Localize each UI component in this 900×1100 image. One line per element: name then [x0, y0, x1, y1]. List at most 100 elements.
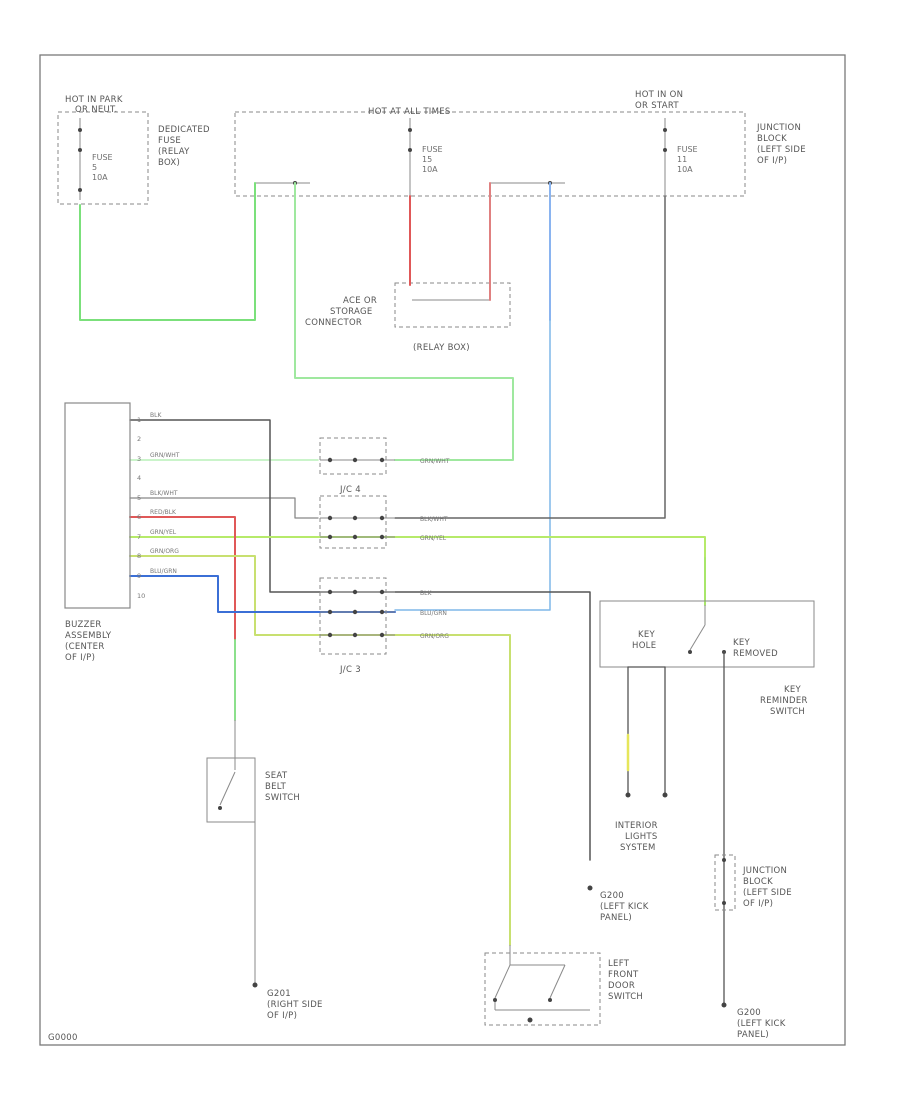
door-switch-label-2: FRONT [608, 970, 639, 980]
svg-text:(LEFT SIDE: (LEFT SIDE [743, 888, 792, 898]
svg-text:(LEFT SIDE: (LEFT SIDE [757, 145, 806, 155]
buzzer-wire-blu-grn: BLU/GRN [150, 568, 177, 575]
svg-text:LIGHTS: LIGHTS [625, 832, 658, 842]
buzzer-pin-9: 9 [137, 572, 141, 580]
buzzer-pin-1: 1 [137, 416, 141, 424]
junction-block-2-label: JUNCTION BLOCK (LEFT SIDE OF I/P) [742, 866, 792, 909]
storage-connector-label-3: CONNECTOR [305, 318, 362, 328]
svg-text:(RELAY: (RELAY [158, 147, 190, 157]
key-hole-label: KEY [638, 630, 656, 640]
hot-at-all-times-label: HOT AT ALL TIMES [368, 107, 451, 117]
svg-text:PANEL): PANEL) [600, 913, 632, 923]
seat-belt-label: SEAT [265, 771, 288, 781]
buzzer-wire-grn-yel: GRN/YEL [150, 529, 177, 536]
buzzer-label-2: ASSEMBLY [65, 631, 112, 641]
hot-in-park-label-2: OR NEUT. [75, 105, 118, 115]
buzzer-label-3: (CENTER [65, 642, 105, 652]
buzzer-pin-7: 7 [137, 533, 141, 541]
jc-wire-label-2: BLK/WHT [420, 516, 448, 523]
svg-text:OF I/P): OF I/P) [757, 156, 787, 166]
diagram-frame [39, 54, 846, 1046]
jc-wire-label-4: BLK [420, 590, 432, 597]
wire-light-blue-lower [394, 319, 551, 611]
svg-text:G200: G200 [600, 891, 624, 901]
buzzer-pin-5: 5 [137, 494, 141, 502]
hot-in-park-label: HOT IN PARK [65, 95, 123, 105]
jc-wire-label-1: GRN/WHT [420, 458, 450, 465]
jc-4-connector: J/C 4 [319, 485, 395, 549]
key-hole-label-2: HOLE [632, 641, 656, 651]
fuse-5-rating: 10A [92, 173, 108, 182]
wire-fuse5-green [79, 182, 256, 321]
svg-text:G200: G200 [737, 1008, 761, 1018]
jc-wire-label-3: GRN/YEL [420, 535, 447, 542]
fuse-5-label: FUSE [92, 153, 113, 162]
interior-lights-label: INTERIOR LIGHTS SYSTEM [615, 821, 658, 853]
buzzer-wire-grn-wht: GRN/WHT [150, 452, 180, 459]
junction-block-fuse-box: HOT AT ALL TIMES HOT IN ON OR START FUSE… [234, 90, 746, 197]
wire-blk-wht-left [129, 497, 319, 519]
buzzer-pin-10: 10 [137, 592, 145, 600]
buzzer-assembly: 1 2 3 4 5 6 7 8 9 10 BLK GRN/WHT BLK/WHT… [64, 402, 180, 663]
jc-3-label: J/C 3 [339, 665, 361, 675]
buzzer-wire-red-blk: RED/BLK [150, 509, 177, 516]
wire-blu-grn [129, 575, 396, 613]
svg-text:G201: G201 [267, 989, 291, 999]
jc-top-connector [319, 437, 395, 475]
door-switch-label-4: SWITCH [608, 992, 643, 1002]
svg-text:SYSTEM: SYSTEM [620, 843, 656, 853]
left-front-door-switch: LEFT FRONT DOOR SWITCH [484, 945, 643, 1026]
wire-grn-org [129, 555, 511, 946]
storage-connector-label-2: STORAGE [330, 307, 373, 317]
fuse-15-label: FUSE [422, 145, 443, 154]
fuse-11-number: 11 [677, 155, 687, 164]
junction-block-2-box [714, 854, 736, 911]
door-switch-label-3: DOOR [608, 981, 635, 991]
jc-wire-label-6: GRN/ORG [420, 633, 449, 640]
svg-text:(LEFT KICK: (LEFT KICK [737, 1019, 786, 1029]
buzzer-pin-3: 3 [137, 455, 141, 463]
seat-belt-label-3: SWITCH [265, 793, 300, 803]
svg-text:BOX): BOX) [158, 158, 180, 168]
seat-belt-label-2: BELT [265, 782, 287, 792]
diagram-code: G0000 [48, 1033, 78, 1043]
buzzer-label: BUZZER [65, 620, 102, 630]
jc-4-label: J/C 4 [339, 485, 361, 495]
junction-block-label: JUNCTION BLOCK (LEFT SIDE OF I/P) [756, 123, 806, 166]
fuse-15-rating: 10A [422, 165, 438, 174]
dedicated-fuse-label: DEDICATED FUSE (RELAY BOX) [158, 125, 210, 168]
wire-grn-wht [294, 182, 514, 461]
svg-text:PANEL): PANEL) [737, 1030, 769, 1040]
door-switch-label: LEFT [608, 959, 630, 969]
relay-box-label: (RELAY BOX) [413, 343, 470, 353]
storage-connector-label: ACE OR [343, 296, 377, 306]
buzzer-wire-grn-org: GRN/ORG [150, 548, 179, 555]
buzzer-pin-2: 2 [137, 435, 141, 443]
buzzer-pin-4: 4 [137, 474, 141, 482]
wire-red-blk-buzzer [129, 516, 236, 641]
svg-text:(LEFT KICK: (LEFT KICK [600, 902, 649, 912]
key-reminder-label-3: SWITCH [770, 707, 805, 717]
fuse-11-label: FUSE [677, 145, 698, 154]
key-removed-label: KEY [733, 638, 751, 648]
fuse-5-number: 5 [92, 163, 97, 172]
key-removed-label-2: REMOVED [733, 649, 778, 659]
key-reminder-label: KEY [784, 685, 802, 695]
wire-grn-yel [129, 536, 706, 559]
buzzer-wire-blk: BLK [150, 412, 162, 419]
wire-blk-wht [394, 195, 666, 519]
buzzer-pin-8: 8 [137, 552, 141, 560]
svg-text:BLOCK: BLOCK [743, 877, 773, 887]
hot-in-on-label-2: OR START [635, 101, 679, 111]
g200-right-label: G200 (LEFT KICK PANEL) [737, 1008, 786, 1040]
jc-3-connector: J/C 3 [319, 577, 395, 675]
seat-belt-switch: SEAT BELT SWITCH [206, 720, 300, 988]
hot-in-on-label: HOT IN ON [635, 90, 683, 100]
svg-text:INTERIOR: INTERIOR [615, 821, 658, 831]
svg-text:JUNCTION: JUNCTION [756, 123, 801, 133]
buzzer-wire-blk-wht: BLK/WHT [150, 490, 178, 497]
svg-text:OF I/P): OF I/P) [267, 1011, 297, 1021]
svg-text:JUNCTION: JUNCTION [742, 866, 787, 876]
fuse-11-rating: 10A [677, 165, 693, 174]
wire-buzzer-blk [129, 419, 591, 861]
